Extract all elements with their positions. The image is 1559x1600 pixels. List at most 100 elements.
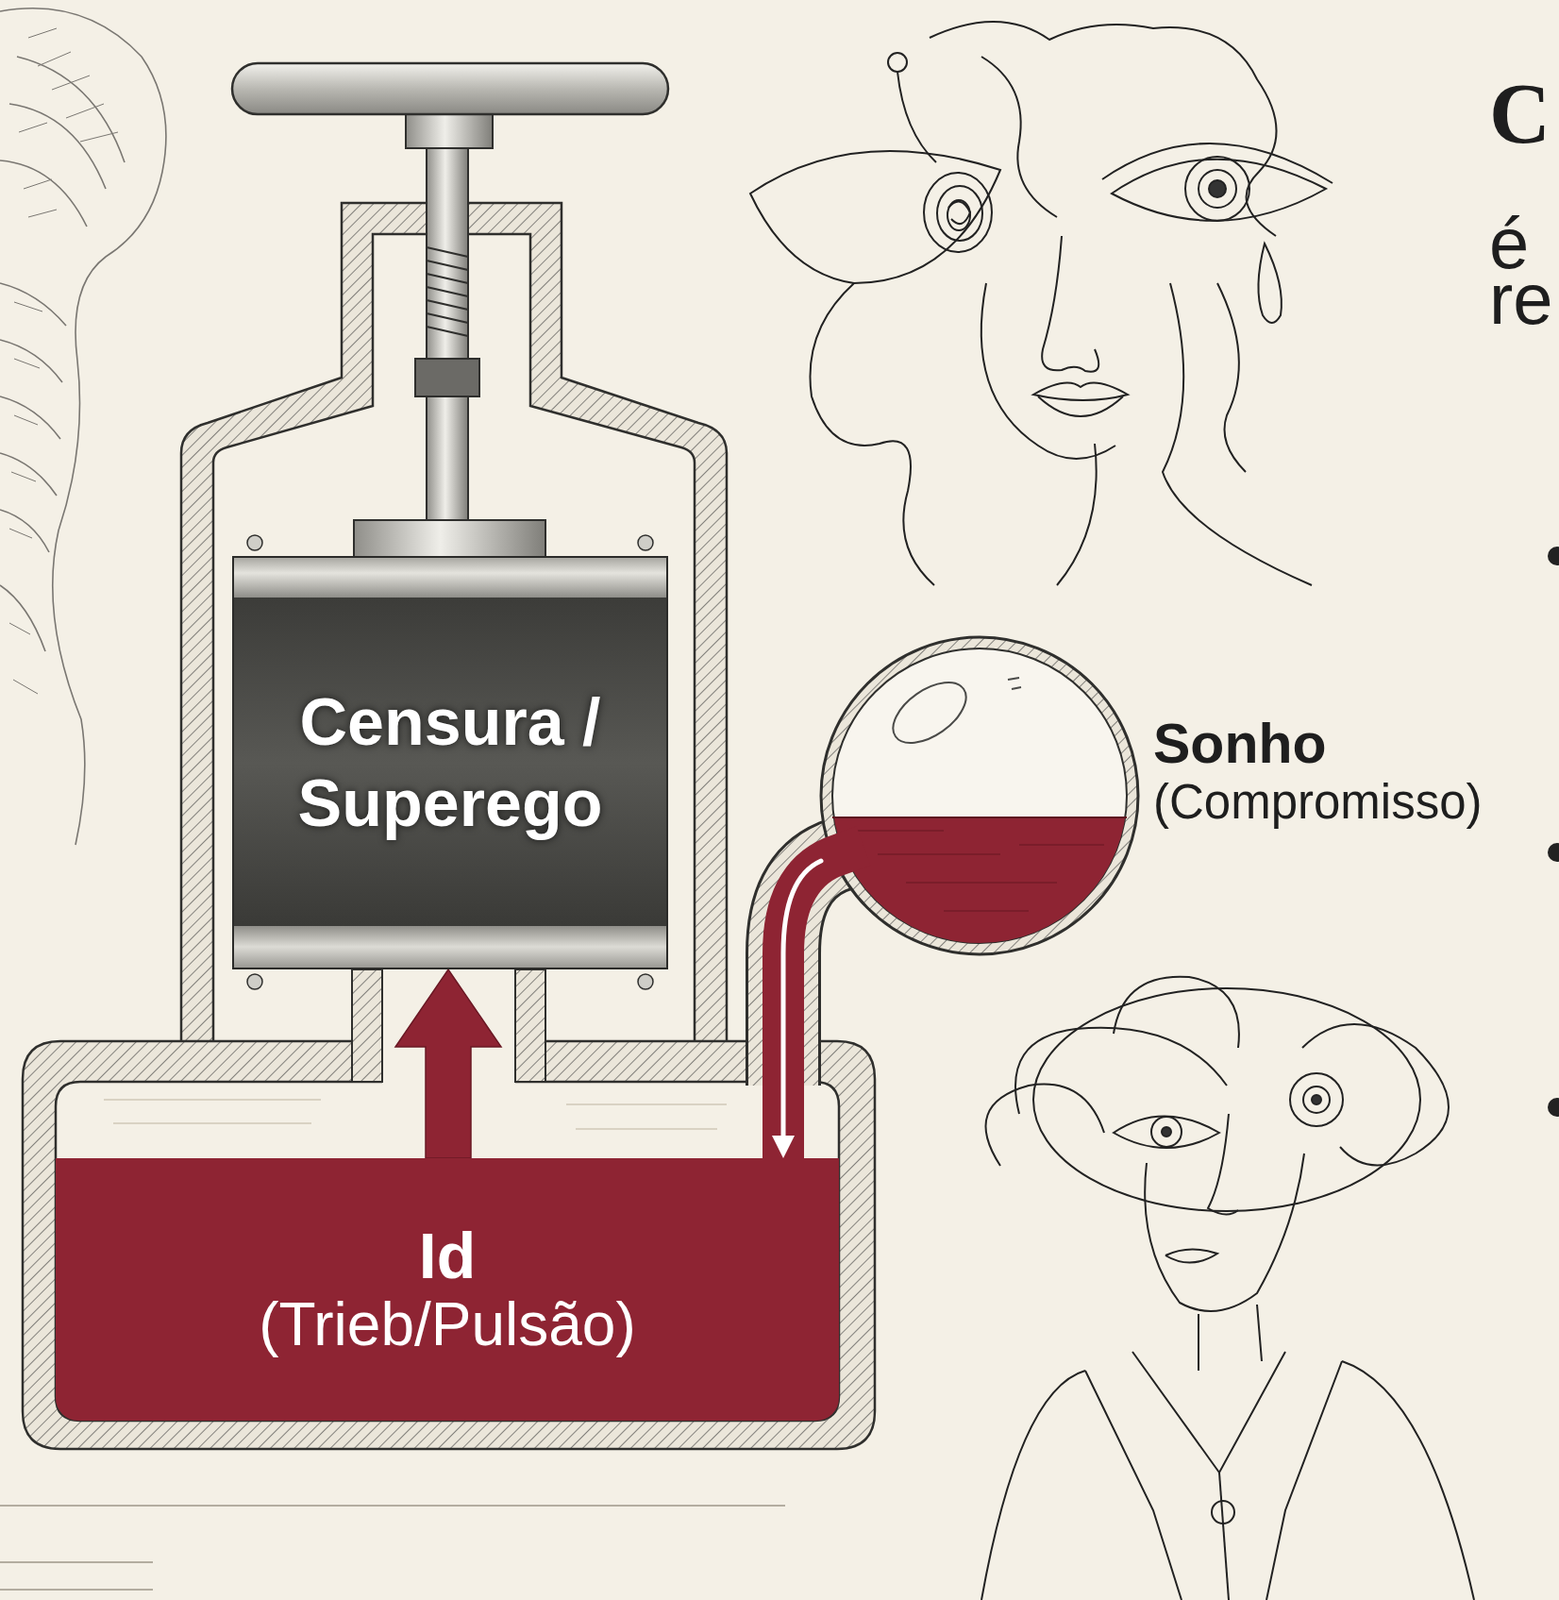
- face-sketch: [750, 21, 1333, 586]
- screw-assembly: [232, 63, 669, 990]
- bullet-marks: [1547, 546, 1559, 1117]
- bolt: [637, 535, 654, 551]
- figure-nose: [1207, 1113, 1239, 1215]
- flask-liquid: [821, 817, 1142, 959]
- face-line: [897, 71, 937, 163]
- bullet: [1547, 546, 1559, 566]
- anatomy-rib: [0, 509, 50, 553]
- face-spiral: [937, 185, 983, 241]
- rule-line: [0, 1560, 153, 1563]
- flask-node: Sonho(Compromisso): [821, 637, 1559, 955]
- channel-wall: [352, 969, 383, 1082]
- tube-liquid: [783, 845, 864, 1165]
- face-iris: [1198, 169, 1237, 208]
- figure-line: [1302, 1023, 1449, 1165]
- bullet: [1547, 842, 1559, 862]
- anatomy-rib: [0, 283, 67, 326]
- face-line: [981, 283, 1116, 459]
- figure-iris: [1303, 1086, 1330, 1113]
- anatomy-rib: [0, 396, 61, 439]
- figure-eye: [1290, 1072, 1343, 1126]
- cropped-heading: C: [1489, 71, 1551, 157]
- face-line: [1056, 443, 1097, 586]
- figure-line: [1015, 1027, 1227, 1114]
- figure-eye: [1113, 1116, 1220, 1149]
- figure-pupil: [1161, 1126, 1172, 1137]
- piston-block: Censura / Superego: [232, 555, 669, 970]
- face-iris: [1185, 156, 1250, 221]
- flask-highlight: [882, 670, 977, 755]
- figure-button: [1211, 1500, 1235, 1524]
- figure-sketch: [981, 976, 1475, 1600]
- figure-mouth: [1165, 1248, 1218, 1262]
- edge-connector: [771, 860, 822, 1158]
- face-eye: [750, 150, 1001, 284]
- arrow-head: [771, 1135, 795, 1158]
- figure-neck: [1198, 1304, 1262, 1371]
- figure-shoulder: [981, 1360, 1475, 1600]
- face-tear: [1257, 243, 1281, 323]
- figure-lapel: [1085, 1360, 1342, 1600]
- anatomy-fold: [0, 160, 87, 227]
- surface-shade: [575, 1127, 718, 1130]
- anatomy-rib: [0, 339, 63, 383]
- rule-line: [0, 1588, 153, 1591]
- reservoir-subtitle: (Trieb/Pulsão): [258, 1290, 637, 1358]
- piston-cap: [353, 519, 546, 558]
- anatomy-fold: [9, 103, 106, 189]
- anatomy-hatching: [9, 301, 43, 694]
- piston-label: Censura / Superego: [251, 681, 649, 844]
- surface-shade: [566, 1103, 727, 1106]
- face-lips: [1038, 396, 1124, 417]
- flow-arrow: [783, 860, 822, 1138]
- screw-collar: [405, 114, 493, 149]
- cropped-text: re: [1489, 263, 1554, 336]
- reservoir-title: Id: [419, 1220, 476, 1291]
- face-line: [1162, 283, 1312, 586]
- channel-wall: [515, 969, 546, 1082]
- screw-shaft: [426, 141, 469, 529]
- face-spiral: [923, 172, 992, 252]
- face-line: [1217, 283, 1246, 472]
- liquid-surface: [832, 816, 1127, 819]
- pressure-arrow: [395, 969, 502, 1158]
- face-line: [981, 56, 1057, 218]
- figure-pupil: [1311, 1094, 1322, 1105]
- flask-subtitle: (Compromisso): [1153, 774, 1559, 831]
- flask-title: Sonho: [1153, 713, 1559, 775]
- face-spiral: [948, 201, 971, 225]
- bolt: [247, 535, 263, 551]
- figure-line: [1144, 1153, 1305, 1311]
- screw-thread: [426, 247, 469, 336]
- surface-shade: [113, 1122, 312, 1124]
- figure-collar: [1132, 1351, 1286, 1473]
- face-eye: [1111, 159, 1326, 221]
- face-lips: [1033, 383, 1128, 402]
- figure-line: [1113, 976, 1240, 1048]
- liquid-texture: [849, 830, 1105, 911]
- face-line: [888, 52, 907, 72]
- face-lid: [1102, 143, 1333, 184]
- flask-glint: [1007, 677, 1022, 689]
- face-pupil: [1208, 180, 1226, 198]
- bolt: [637, 973, 654, 990]
- flask-assembly: [783, 637, 1142, 1165]
- figure-line: [1033, 988, 1421, 1211]
- anatomy-outline: [0, 8, 167, 845]
- press-handle: [232, 63, 669, 115]
- face-nose: [1041, 235, 1099, 372]
- edge-connector: [395, 969, 502, 1158]
- anatomy-rib: [0, 452, 57, 496]
- figure-line: [1219, 1472, 1229, 1600]
- anatomy-rib: [0, 585, 46, 652]
- surface-shade: [103, 1098, 321, 1101]
- reservoir-liquid: Id(Trieb/Pulsão): [55, 1157, 839, 1421]
- face-line: [809, 283, 935, 586]
- bullet: [1547, 1097, 1559, 1117]
- bolt: [247, 973, 263, 990]
- screw-bushing: [415, 358, 480, 397]
- anatomy-sketch: [0, 8, 167, 845]
- anatomy-hatching: [18, 28, 118, 218]
- figure-iris: [1151, 1116, 1182, 1147]
- rule-line: [0, 1504, 786, 1507]
